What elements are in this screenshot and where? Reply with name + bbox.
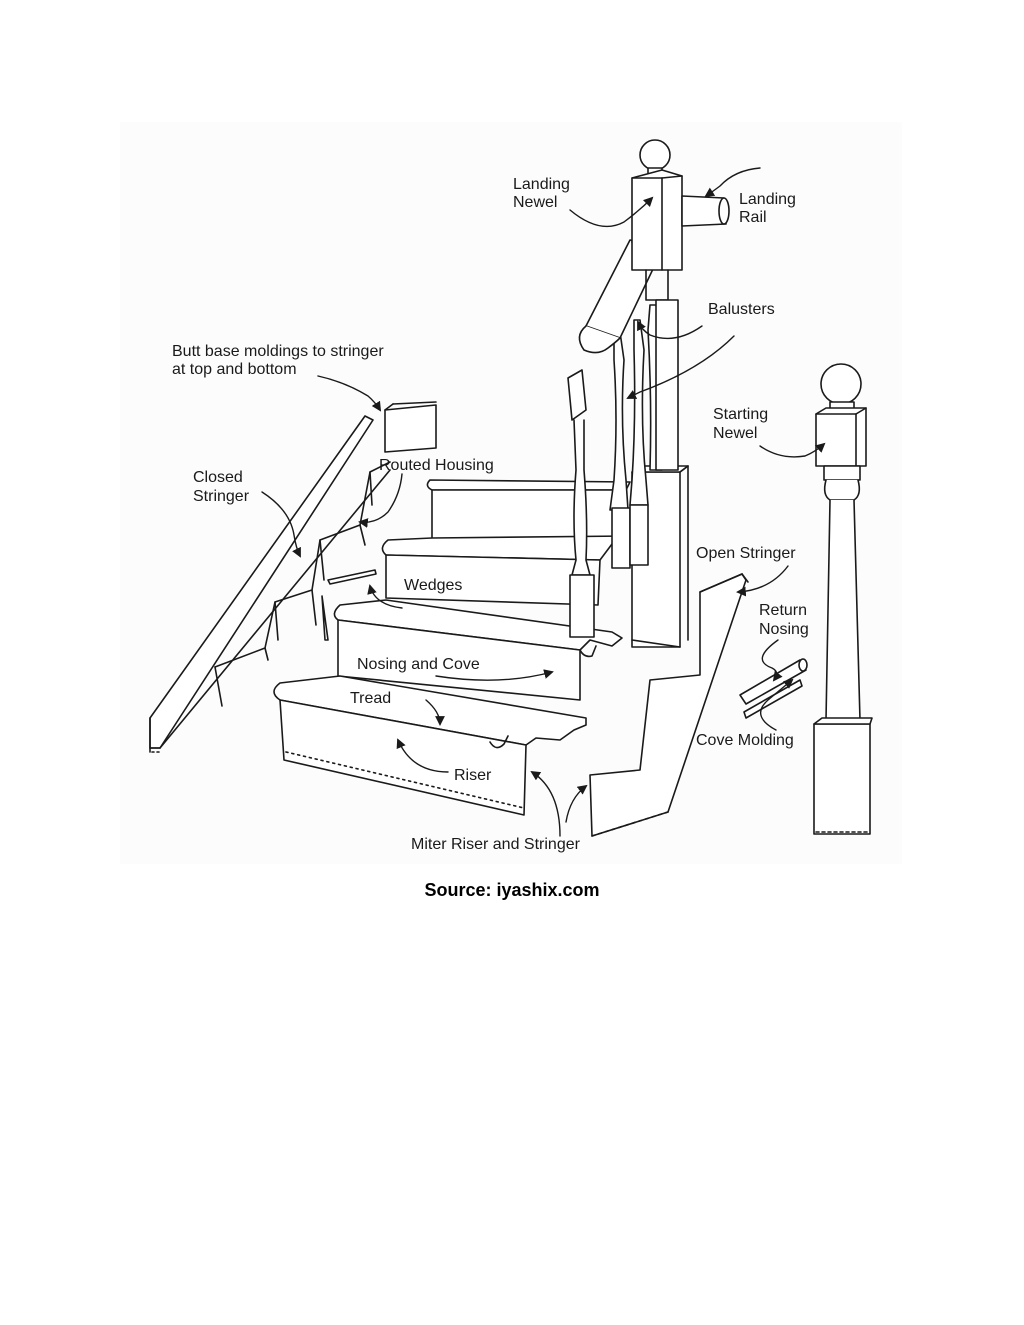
leader-arrows <box>261 167 826 837</box>
label-landing-newel-1: Landing <box>513 176 570 193</box>
label-balusters: Balusters <box>708 301 775 318</box>
label-cove-molding: Cove Molding <box>696 732 794 749</box>
label-return-nosing-2: Nosing <box>759 621 809 638</box>
wedges <box>321 569 377 641</box>
label-landing-newel-2: Newel <box>513 194 557 211</box>
stair-step-2 <box>333 599 623 701</box>
source-caption: Source: iyashix.com <box>424 880 600 900</box>
label-butt-base-1: Butt base moldings to stringer <box>172 343 384 360</box>
open-stringer <box>589 573 749 837</box>
label-closed-stringer-1: Closed <box>193 469 243 486</box>
staircase-diagram: Landing Newel Landing Rail Balusters But… <box>149 139 873 853</box>
stair-step-1 <box>273 675 587 816</box>
label-riser: Riser <box>454 767 492 784</box>
stair-step-3 <box>381 535 631 606</box>
label-butt-base-2: at top and bottom <box>172 361 297 378</box>
label-nosing-and-cove: Nosing and Cove <box>357 656 480 673</box>
landing-newel-post <box>631 139 683 471</box>
closed-stringer <box>149 415 391 753</box>
cove-molding-piece <box>743 679 803 719</box>
label-starting-newel-1: Starting <box>713 406 768 423</box>
label-miter-riser-stringer: Miter Riser and Stringer <box>411 836 581 853</box>
label-starting-newel-2: Newel <box>713 425 757 442</box>
landing-rail <box>681 195 730 227</box>
label-tread: Tread <box>350 690 391 707</box>
label-landing-rail-2: Rail <box>739 209 767 226</box>
label-return-nosing-1: Return <box>759 602 807 619</box>
label-routed-housing: Routed Housing <box>379 457 494 474</box>
label-wedges: Wedges <box>404 577 462 594</box>
starting-newel-post <box>813 363 873 835</box>
base-molding <box>384 401 437 453</box>
label-landing-rail-1: Landing <box>739 191 796 208</box>
label-open-stringer: Open Stringer <box>696 545 796 562</box>
stair-step-4 <box>426 479 631 546</box>
label-closed-stringer-2: Stringer <box>193 488 250 505</box>
